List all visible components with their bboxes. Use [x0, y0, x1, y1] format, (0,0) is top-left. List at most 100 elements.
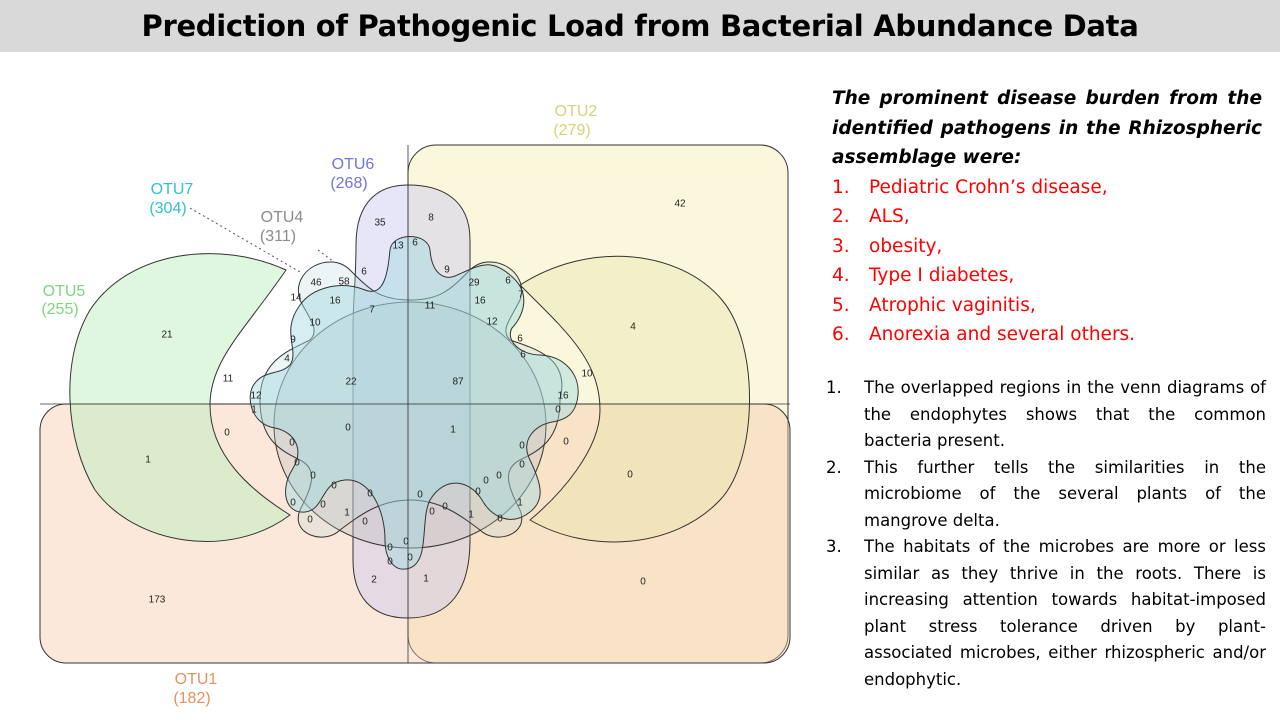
region-count: 1: [450, 425, 456, 436]
region-count: 0: [555, 405, 561, 416]
region-count: 0: [367, 489, 373, 500]
disease-list: 1.Pediatric Crohn’s disease, 2.ALS, 3.ob…: [832, 173, 1262, 351]
region-count: 0: [417, 490, 423, 501]
region-count: 6: [517, 334, 523, 345]
notes-list: 1.The overlapped regions in the venn dia…: [826, 375, 1266, 693]
region-count: 1: [468, 510, 474, 521]
region-count: 1: [251, 405, 257, 416]
region-count: 0: [387, 543, 393, 554]
region-count: 13: [392, 241, 404, 252]
region-count: 12: [486, 317, 498, 328]
set-otu5-shape: [69, 253, 291, 542]
region-count: 0: [563, 437, 569, 448]
region-count: 12: [250, 391, 262, 402]
otu4-leader-line: [317, 249, 335, 263]
set-label-otu1: OTU1: [175, 671, 218, 688]
region-count: 0: [224, 428, 230, 439]
region-count: 0: [475, 487, 481, 498]
region-count: 0: [407, 553, 413, 564]
right-panel: The prominent disease burden from the id…: [826, 84, 1266, 689]
disease-burden-intro: The prominent disease burden from the id…: [832, 88, 1262, 168]
otu7-leader-line: [189, 207, 301, 273]
set-size-otu4: (311): [260, 228, 296, 245]
set-otu2-blob: [519, 255, 750, 543]
set-label-otu5: OTU5: [43, 283, 86, 300]
region-count: 35: [374, 218, 386, 229]
region-count: 173: [149, 595, 166, 606]
region-count: 10: [581, 369, 593, 380]
region-count: 0: [294, 458, 300, 469]
region-count: 16: [329, 296, 341, 307]
list-item: 5.Atrophic vaginitis,: [832, 294, 1036, 316]
region-count: 1: [344, 508, 350, 519]
region-count: 42: [674, 199, 686, 210]
set-otu4-shape: [273, 301, 547, 549]
region-count: 0: [307, 515, 313, 526]
region-count: 0: [345, 423, 351, 434]
set-label-otu2: OTU2: [555, 103, 598, 120]
region-count: 9: [444, 265, 450, 276]
region-counts: 42 35 8 13 6 58 46 6 9 29 6 14 16 16 7 7…: [145, 199, 686, 606]
region-count: 16: [557, 391, 569, 402]
region-count: 9: [290, 335, 296, 346]
region-count: 6: [505, 276, 511, 287]
region-count: 0: [362, 517, 368, 528]
list-item: 4.Type I diabetes,: [832, 265, 1015, 287]
venn-diagram: OTU1 (182) OTU2 (279) OTU4 (311) OTU5 (2…: [39, 103, 791, 707]
list-item: 2.This further tells the similarities in…: [826, 457, 1266, 530]
region-count: 0: [442, 502, 448, 513]
set-label-otu4: OTU4: [261, 209, 304, 226]
list-item: 2.ALS,: [832, 206, 910, 228]
region-count: 7: [369, 305, 375, 316]
region-count: 14: [290, 293, 302, 304]
set-size-otu7: (304): [149, 200, 186, 217]
region-count: 11: [425, 301, 436, 312]
region-count: 46: [310, 278, 322, 289]
region-count: 0: [429, 507, 435, 518]
list-item: 1.The overlapped regions in the venn dia…: [826, 378, 1266, 450]
region-count: 7: [518, 290, 524, 301]
region-count: 16: [474, 296, 486, 307]
page-title: Prediction of Pathogenic Load from Bacte…: [141, 9, 1139, 43]
region-count: 0: [310, 471, 316, 482]
region-count: 11: [223, 374, 234, 385]
region-count: 0: [519, 441, 525, 452]
region-count: 10: [309, 318, 321, 329]
title-bar: Prediction of Pathogenic Load from Bacte…: [0, 0, 1280, 52]
region-count: 87: [452, 377, 464, 388]
region-count: 0: [519, 460, 525, 471]
region-count: 4: [284, 354, 290, 365]
set-label-otu6: OTU6: [332, 156, 375, 173]
region-count: 0: [403, 537, 409, 548]
region-count: 0: [496, 471, 502, 482]
region-count: 2: [371, 575, 377, 586]
region-count: 8: [428, 213, 434, 224]
region-count: 6: [361, 267, 367, 278]
region-count: 4: [630, 322, 636, 333]
region-count: 0: [640, 577, 646, 588]
region-count: 0: [483, 476, 489, 487]
region-count: 0: [289, 438, 295, 449]
set-label-otu7: OTU7: [151, 181, 194, 198]
region-count: 0: [320, 500, 326, 511]
list-item: 6.Anorexia and several others.: [832, 324, 1136, 346]
set-otu7-shape: [249, 236, 579, 570]
set-size-otu6: (268): [330, 175, 367, 192]
set-otu4-lobes: [259, 261, 563, 538]
region-count: 0: [290, 498, 296, 509]
set-size-otu5: (255): [41, 301, 78, 318]
region-count: 6: [412, 238, 418, 249]
set-size-otu2: (279): [553, 122, 590, 139]
list-item: 1.Pediatric Crohn’s disease,: [832, 176, 1108, 198]
region-count: 0: [627, 470, 633, 481]
region-count: 58: [338, 277, 350, 288]
region-count: 1: [423, 574, 429, 585]
list-item: 3.The habitats of the microbes are more …: [826, 537, 1266, 689]
region-count: 6: [520, 350, 526, 361]
region-count: 21: [161, 330, 173, 341]
region-count: 29: [468, 278, 480, 289]
set-size-otu1: (182): [173, 690, 210, 707]
region-count: 1: [145, 455, 151, 466]
region-count: 0: [331, 481, 337, 492]
region-count: 1: [517, 498, 523, 509]
